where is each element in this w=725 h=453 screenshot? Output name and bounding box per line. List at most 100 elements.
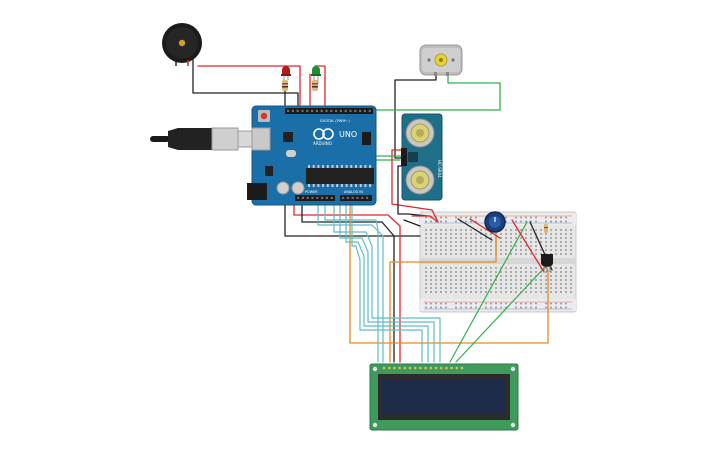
breadboard-hole <box>505 279 507 281</box>
breadboard-hole <box>475 306 477 309</box>
breadboard-hole <box>430 241 432 243</box>
breadboard-hole <box>545 283 547 285</box>
breadboard-hole <box>520 245 522 247</box>
breadboard-hole <box>560 237 562 239</box>
breadboard-hole <box>490 302 492 305</box>
power-header[interactable] <box>295 195 335 201</box>
breadboard-hole <box>480 229 482 231</box>
transistor[interactable] <box>541 254 553 272</box>
chip-pin <box>364 184 367 187</box>
breadboard-hole <box>510 253 512 255</box>
header-hole <box>346 196 349 199</box>
breadboard-hole <box>440 229 442 231</box>
breadboard-hole <box>530 271 532 273</box>
breadboard-hole <box>500 237 502 239</box>
breadboard-hole <box>550 287 552 289</box>
breadboard-hole <box>505 233 507 235</box>
breadboard-hole <box>470 291 472 293</box>
breadboard-hole <box>480 253 482 255</box>
chip-pin <box>312 184 315 187</box>
breadboard-hole <box>495 283 497 285</box>
chip-pin <box>350 165 353 168</box>
breadboard-hole <box>465 245 467 247</box>
breadboard-hole <box>520 216 522 219</box>
breadboard-hole <box>430 245 432 247</box>
wire-red-bb-diag <box>469 218 501 239</box>
ultrasonic-sensor[interactable]: HC-SR04 <box>401 113 443 201</box>
breadboard-hole <box>555 306 557 309</box>
breadboard-hole <box>450 245 452 247</box>
breadboard-hole <box>455 287 457 289</box>
dc-motor[interactable] <box>419 44 463 76</box>
arduino-logo-icon <box>313 128 334 140</box>
header-hole <box>361 196 364 199</box>
breadboard-hole <box>565 291 567 293</box>
breadboard-hole <box>465 233 467 235</box>
arduino-uno-board[interactable]: UNO ARDUINO DIGITAL (PWM~) POWER ANALOG … <box>247 105 377 206</box>
header-hole <box>291 109 294 112</box>
breadboard-hole <box>500 241 502 243</box>
breadboard-hole <box>500 233 502 235</box>
breadboard-hole <box>535 306 537 309</box>
breadboard-hole <box>565 283 567 285</box>
chip-pin <box>326 184 329 187</box>
breadboard-hole <box>475 249 477 251</box>
buzzer[interactable] <box>162 23 202 66</box>
breadboard-hole <box>475 220 477 223</box>
breadboard-hole <box>520 302 522 305</box>
breadboard-hole <box>440 245 442 247</box>
potentiometer[interactable] <box>484 211 506 233</box>
breadboard-hole <box>530 229 532 231</box>
breadboard-hole <box>475 287 477 289</box>
breadboard-hole <box>535 253 537 255</box>
breadboard-hole <box>520 287 522 289</box>
breadboard-hole <box>550 306 552 309</box>
usb-cable <box>150 127 255 151</box>
breadboard-hole <box>485 229 487 231</box>
breadboard-hole <box>540 283 542 285</box>
sensor-pin-header[interactable] <box>401 148 407 166</box>
wire-orange-left <box>349 199 549 344</box>
breadboard-hole <box>485 287 487 289</box>
wire-teal-3 <box>333 199 441 363</box>
breadboard-hole <box>465 267 467 269</box>
lcd-pin <box>413 366 417 370</box>
breadboard-hole <box>465 291 467 293</box>
breadboard-hole <box>565 287 567 289</box>
breadboard-hole <box>460 249 462 251</box>
breadboard-hole <box>530 279 532 281</box>
breadboard-hole <box>470 233 472 235</box>
breadboard-hole <box>500 245 502 247</box>
resistor-2[interactable] <box>312 80 318 91</box>
chip-pins <box>308 165 372 187</box>
breadboard-hole <box>515 220 517 223</box>
breadboard-hole <box>440 283 442 285</box>
breadboard-hole <box>430 220 432 223</box>
wires <box>182 56 553 363</box>
breadboard-hole <box>525 216 527 219</box>
analog-header[interactable] <box>340 195 372 201</box>
breadboard-hole <box>535 283 537 285</box>
header-hole <box>311 196 314 199</box>
breadboard-hole <box>485 302 487 305</box>
chip-pin <box>350 184 353 187</box>
breadboard-hole <box>455 249 457 251</box>
header-hole <box>301 109 304 112</box>
breadboard-hole <box>515 233 517 235</box>
breadboard-hole <box>460 233 462 235</box>
lcd-display[interactable] <box>369 363 519 431</box>
sensor-transducer-bottom <box>405 165 435 195</box>
breadboard-hole <box>570 229 572 231</box>
resistor-1[interactable] <box>282 80 288 91</box>
wire-black-motor <box>394 73 437 159</box>
breadboard-hole <box>535 279 537 281</box>
breadboard-hole <box>425 220 427 223</box>
breadboard-hole <box>545 271 547 273</box>
breadboard-hole <box>430 302 432 305</box>
wire-green-lcd-2 <box>455 265 547 363</box>
breadboard-hole <box>550 220 552 223</box>
breadboard-hole <box>480 271 482 273</box>
digital-header[interactable] <box>285 108 373 114</box>
breadboard-hole <box>500 253 502 255</box>
resistor-3[interactable] <box>544 224 548 233</box>
